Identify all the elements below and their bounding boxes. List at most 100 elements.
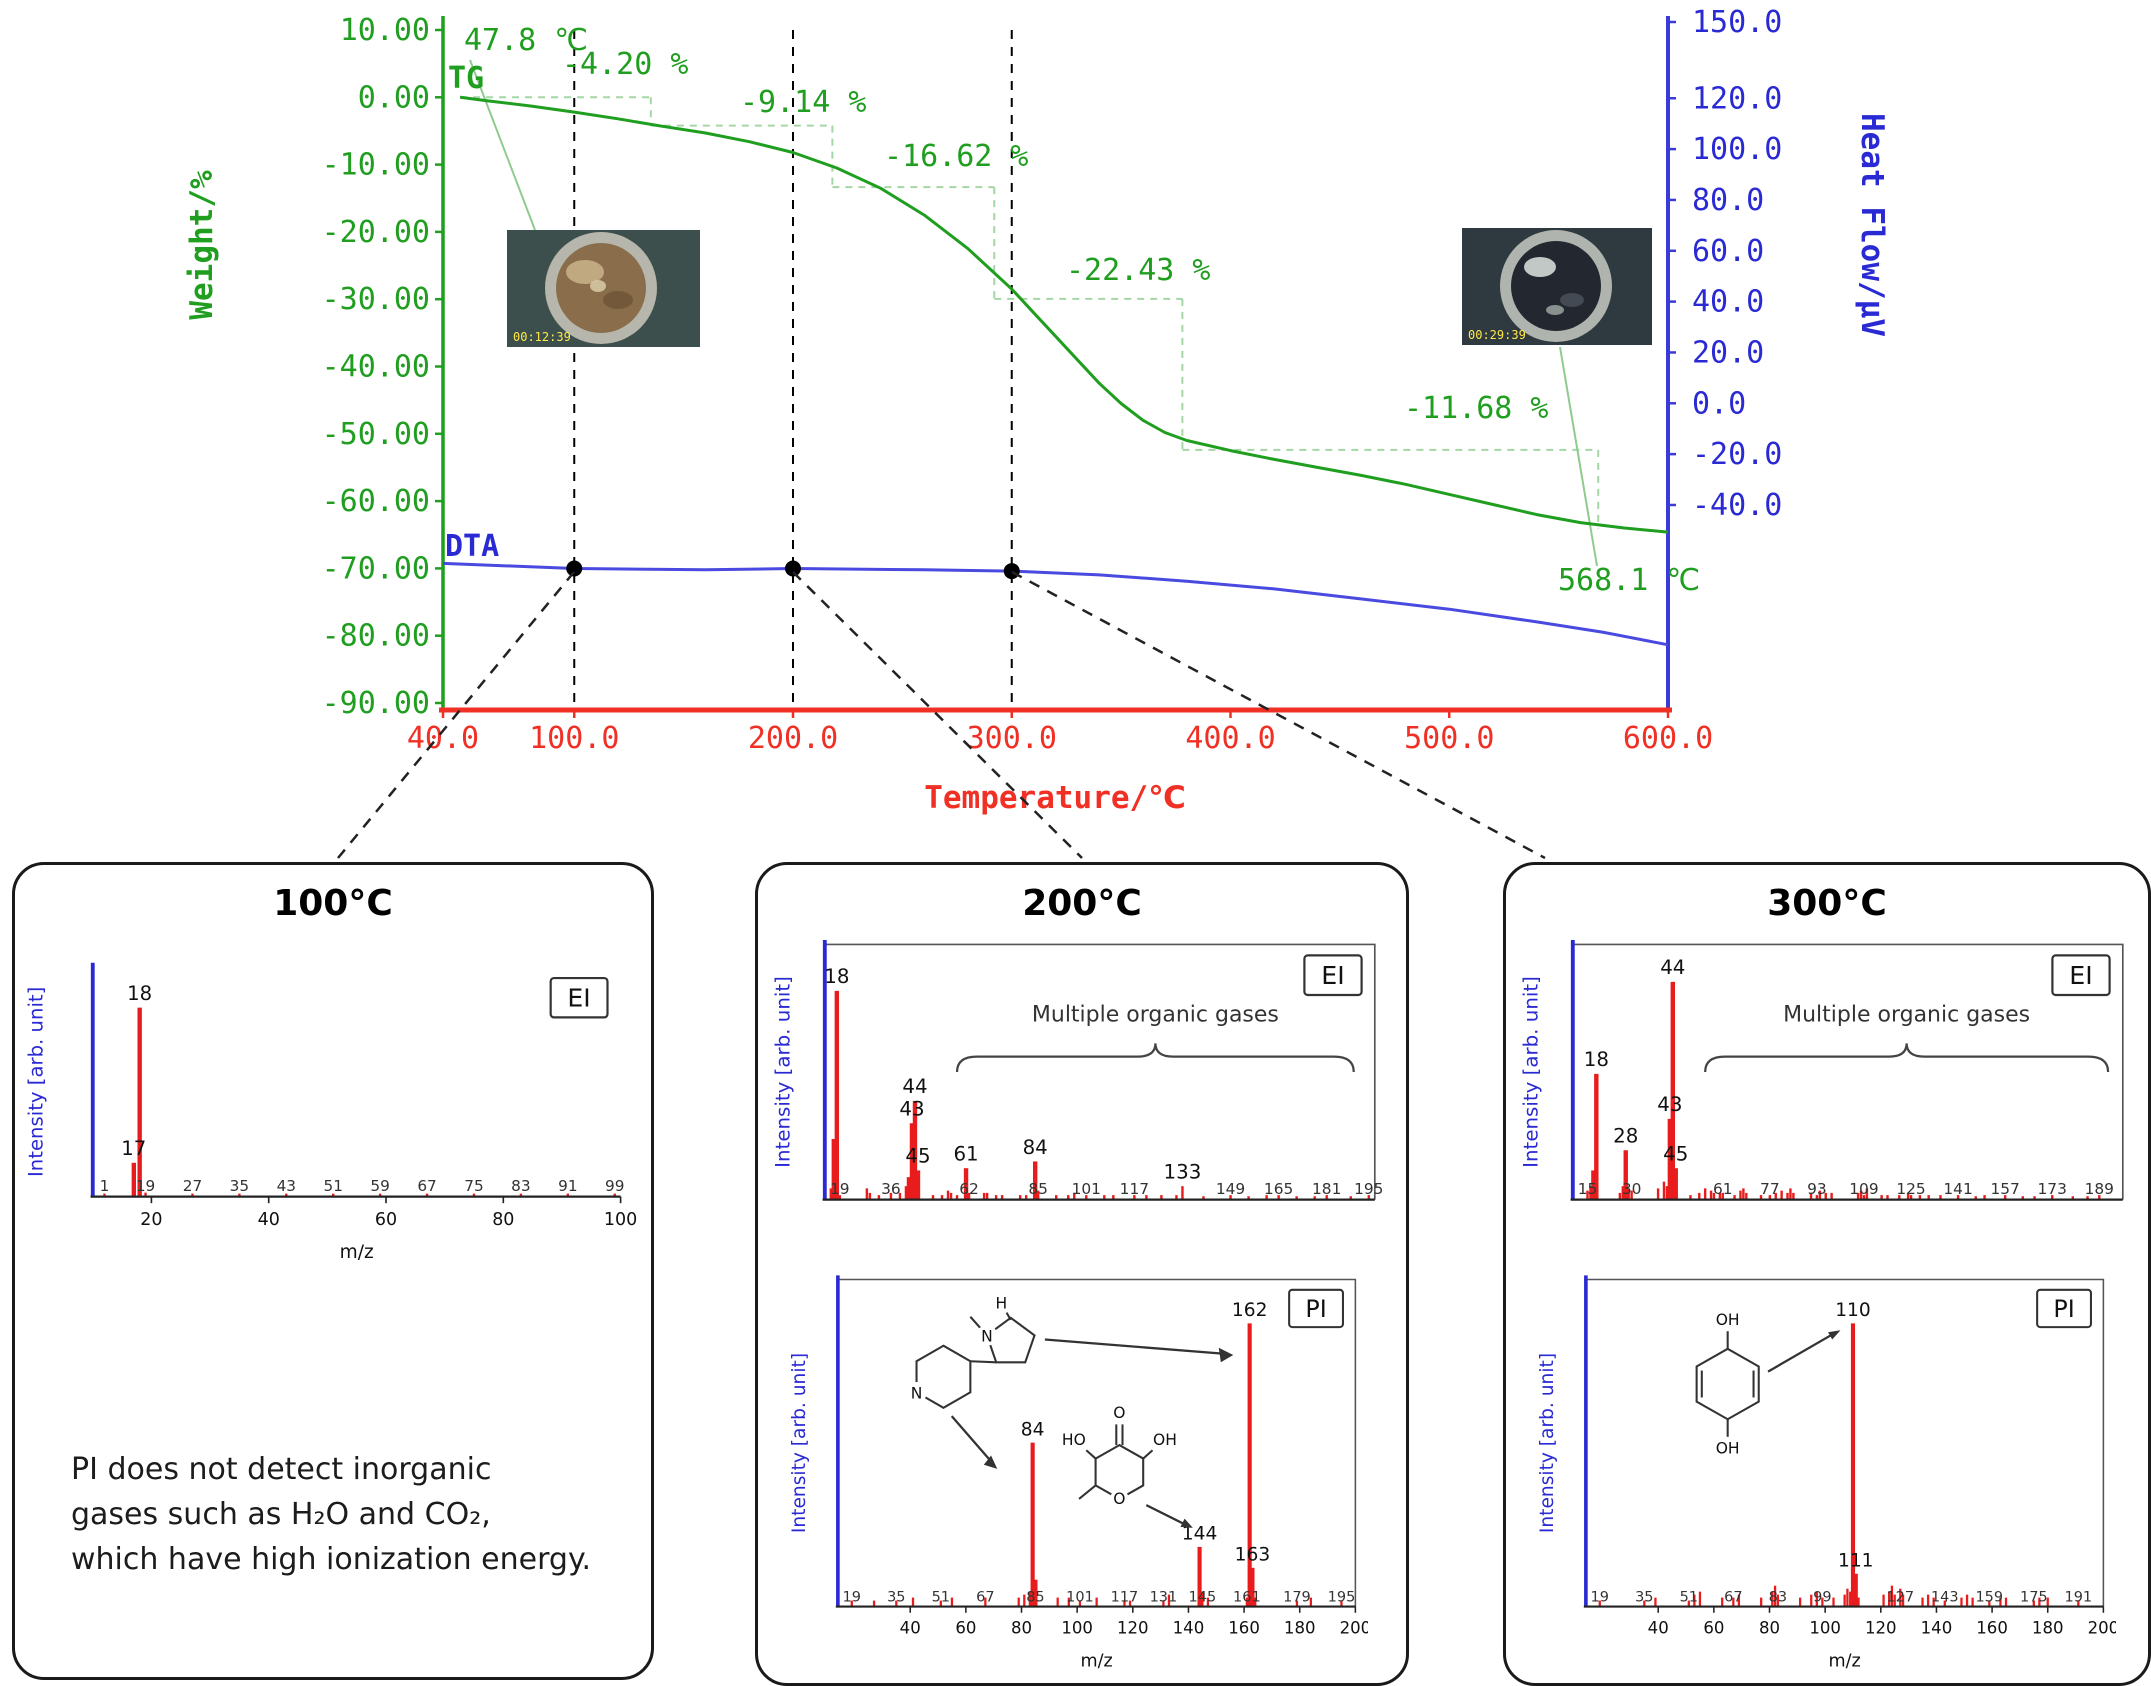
baseline-peak-label: 83 [511,1177,530,1195]
baseline-peak-label: 1 [100,1177,110,1195]
start-temp-annotation: 47.8 ℃ [464,23,588,58]
end-temp-annotation: 568.1 ℃ [1558,563,1700,598]
dta-event-dot [785,560,801,577]
dta-curve [442,561,1669,647]
baseline-peak-label: 77 [1760,1180,1780,1198]
sample-texture [1560,293,1584,307]
axis-tick-label: 100 [604,1210,637,1230]
baseline-peak-label: 43 [277,1177,296,1195]
atom-mask [906,1381,927,1403]
left-tick-label: -60.00 [322,484,430,519]
baseline-peak-label: 19 [843,1589,861,1605]
right-tick-label: 20.0 [1692,335,1764,370]
intensity-axis-label: Intensity [arb. unit] [789,1353,810,1533]
oh-top-label: OH [1716,1311,1740,1329]
baseline-peak-label: 51 [1680,1589,1698,1605]
left-tick-label: -50.00 [322,417,430,452]
oh-label: OH [1153,1431,1177,1449]
baseline-peak-label: 159 [1975,1589,2003,1605]
tg-curve [459,95,1669,534]
baseline-peak-label: 36 [881,1180,901,1198]
x-tick-label: 300.0 [967,721,1057,756]
baseline-peak-label: 173 [2038,1180,2067,1198]
baseline-peak-label: 35 [230,1177,249,1195]
baseline-peak-label: 51 [932,1589,950,1605]
x-tick-label: 200.0 [748,721,838,756]
ionization-mode-box [2036,1288,2092,1329]
mz-axis-label: m/z [1828,1652,1860,1672]
arrow-nicotine-to-162 [1044,1338,1234,1363]
pi-note-line: PI does not detect inorganic [71,1452,492,1487]
baseline-peak-label: 67 [417,1177,436,1195]
sample-photo-final: 00:29:39 [1462,228,1652,345]
left-tick-label: -30.00 [322,282,430,317]
baseline-peak-label: 191 [2065,1589,2093,1605]
axis-tick-label: 100 [1061,1618,1093,1637]
baseline-peak-label: 131 [1150,1589,1178,1605]
baseline-peak-label: 195 [1328,1589,1356,1605]
baseline-peak-label: 157 [1990,1180,2019,1198]
right-tick-label: 40.0 [1692,285,1764,320]
baseline-peak-label: 179 [1283,1589,1311,1605]
baseline-peak-label: 125 [1896,1180,1925,1198]
x-tick-label: 400.0 [1185,721,1275,756]
ring-o-label: O [1113,1490,1125,1508]
plot-frame [824,943,1376,1200]
photo-connector [1559,346,1598,567]
ionization-mode-label: PI [2053,1295,2074,1323]
pi-note: PI does not detect inorganic gases such … [71,1447,611,1582]
axis-tick-label: 200 [2088,1618,2116,1637]
baseline-peak-label: 35 [1635,1589,1653,1605]
plot-frame [1572,943,2124,1200]
baseline-peak-label: 181 [1312,1180,1341,1198]
axis-tick-label: 160 [1228,1618,1260,1637]
peak-label: 144 [1182,1524,1218,1545]
mass-loss-annotation: -4.20 % [562,47,688,82]
peak-label: 162 [1232,1300,1268,1321]
right-tick-label: 150.0 [1692,5,1782,40]
nicotine-structure: N N H [906,1294,1036,1410]
right-tick-label: 80.0 [1692,183,1764,218]
baseline-peak-label: 175 [2020,1589,2048,1605]
ionization-mode-box [2051,954,2111,997]
sample-surface [1511,241,1601,331]
axis-tick-label: 100 [1809,1618,1841,1637]
left-tick-label: -70.00 [322,551,430,586]
ionization-mode-box [1303,954,1363,997]
peak-label: 45 [1663,1142,1688,1165]
ionization-mode-box [1288,1288,1344,1329]
right-tick-label: 60.0 [1692,234,1764,269]
peak-label: 17 [121,1137,146,1160]
axis-tick-label: 120 [1117,1618,1149,1637]
baseline-peak-label: 19 [1591,1589,1609,1605]
oh-bottom-label: OH [1716,1439,1740,1457]
baseline-peak-label: 143 [1931,1589,1959,1605]
plot-frame [1585,1278,2105,1607]
baseline-peak-label: 145 [1189,1589,1217,1605]
arrow-hydroquinone-to-110 [1767,1330,1841,1373]
baseline-peak-label: 30 [1622,1180,1642,1198]
peak-label: 44 [1660,956,1685,979]
baseline-peak-label: 99 [1813,1589,1831,1605]
axis-tick-label: 160 [1976,1618,2008,1637]
baseline-peak-label: 19 [136,1177,155,1195]
peak-label: 18 [1584,1048,1609,1071]
baseline-peak-label: 35 [887,1589,905,1605]
ionization-mode-label: EI [567,983,590,1012]
arrow-nicotine-to-84 [950,1415,998,1469]
ionization-mode-label: EI [2069,961,2092,990]
left-tick-label: -80.00 [322,619,430,654]
baseline-peak-label: 15 [1578,1180,1598,1198]
atom-mask [1110,1489,1129,1509]
baseline-peak-label: 189 [2085,1180,2114,1198]
baseline-peak-label: 59 [370,1177,389,1195]
mass-loss-annotation: -16.62 % [884,139,1029,174]
